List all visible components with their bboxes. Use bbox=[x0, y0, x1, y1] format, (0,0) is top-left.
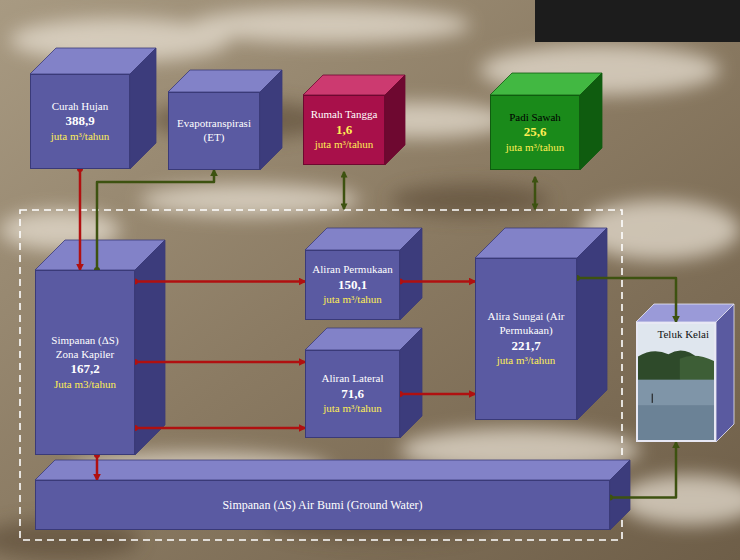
box-side-face bbox=[385, 75, 405, 165]
use-link bbox=[343, 172, 346, 209]
flow-arrow bbox=[96, 455, 99, 480]
volume-unit: juta m³/tahun bbox=[506, 141, 565, 155]
volume-value: 1,6 bbox=[336, 122, 352, 138]
volume-unit: juta m³/tahun bbox=[497, 354, 556, 368]
box-title: Aliran Permukaan bbox=[312, 263, 392, 277]
storage-box: Simpanan (ΔS) Zona Kapiler167,2Juta m3/t… bbox=[35, 270, 135, 455]
bay-box: Teluk Kelai bbox=[636, 322, 716, 442]
flow-arrow bbox=[400, 280, 475, 283]
flow-arrow bbox=[135, 280, 305, 283]
runoff-box: Aliran Permukaan150,1juta m³/tahun bbox=[305, 250, 400, 320]
box-side-face bbox=[260, 70, 282, 170]
box-side-face bbox=[580, 73, 602, 170]
flow-arrow bbox=[97, 170, 214, 270]
box-title: Teluk Kelai bbox=[658, 328, 709, 342]
box-title: Rumah Tangga bbox=[311, 108, 378, 122]
box-side-face bbox=[135, 240, 165, 455]
volume-unit: juta m³/tahun bbox=[323, 293, 382, 307]
volume-value: 221,7 bbox=[511, 338, 540, 354]
household-box: Rumah Tangga1,6juta m³/tahun bbox=[303, 95, 385, 165]
volume-unit: Juta m3/tahun bbox=[54, 378, 116, 392]
flow-arrow bbox=[577, 278, 676, 322]
box-side-face bbox=[130, 48, 156, 169]
river-box: Alira Sungai (Air Permukaan)221,7juta m³… bbox=[475, 258, 577, 420]
volume-value: 25,6 bbox=[524, 124, 547, 140]
volume-unit: juta m³/tahun bbox=[323, 402, 382, 416]
flow-arrow bbox=[610, 442, 676, 498]
evapotranspiration-box: Evapotranspirasi (ET) bbox=[168, 92, 260, 170]
box-side-face bbox=[400, 328, 422, 438]
dashed-boundary bbox=[20, 210, 622, 540]
lateral-flow-box: Aliran Lateral71,6juta m³/tahun bbox=[305, 350, 400, 438]
box-side-face bbox=[610, 460, 630, 530]
volume-value: 71,6 bbox=[341, 386, 364, 402]
box-title: Evapotranspirasi (ET) bbox=[174, 117, 254, 145]
box-title: Aliran Lateral bbox=[322, 372, 384, 386]
volume-value: 150,1 bbox=[338, 277, 367, 293]
box-side-face bbox=[400, 228, 422, 320]
volume-unit: juta m³/tahun bbox=[51, 130, 110, 144]
box-title: Alira Sungai (Air Permukaan) bbox=[481, 310, 571, 338]
box-top-face bbox=[35, 460, 630, 480]
bay-photo bbox=[638, 324, 714, 440]
box-title: Simpanan (ΔS) Air Bumi (Ground Water) bbox=[222, 498, 422, 513]
flow-arrow bbox=[79, 169, 82, 270]
flow-arrow bbox=[400, 393, 475, 396]
rice-field-box: Padi Sawah25,6juta m³/tahun bbox=[490, 95, 580, 170]
volume-value: 388,9 bbox=[65, 113, 94, 129]
box-title: Padi Sawah bbox=[509, 111, 561, 125]
box-side-face bbox=[577, 228, 607, 420]
rainfall-box: Curah Hujan388,9juta m³/tahun bbox=[30, 74, 130, 169]
box-title: Curah Hujan bbox=[52, 100, 109, 114]
use-link bbox=[534, 177, 537, 209]
box-title: Simpanan (ΔS) Zona Kapiler bbox=[41, 334, 129, 362]
flow-arrow bbox=[135, 427, 305, 430]
flow-arrow bbox=[135, 361, 305, 364]
volume-value: 167,2 bbox=[70, 361, 99, 377]
box-side-face bbox=[716, 304, 734, 442]
groundwater-box: Simpanan (ΔS) Air Bumi (Ground Water) bbox=[35, 480, 610, 530]
volume-unit: juta m³/tahun bbox=[315, 138, 374, 152]
